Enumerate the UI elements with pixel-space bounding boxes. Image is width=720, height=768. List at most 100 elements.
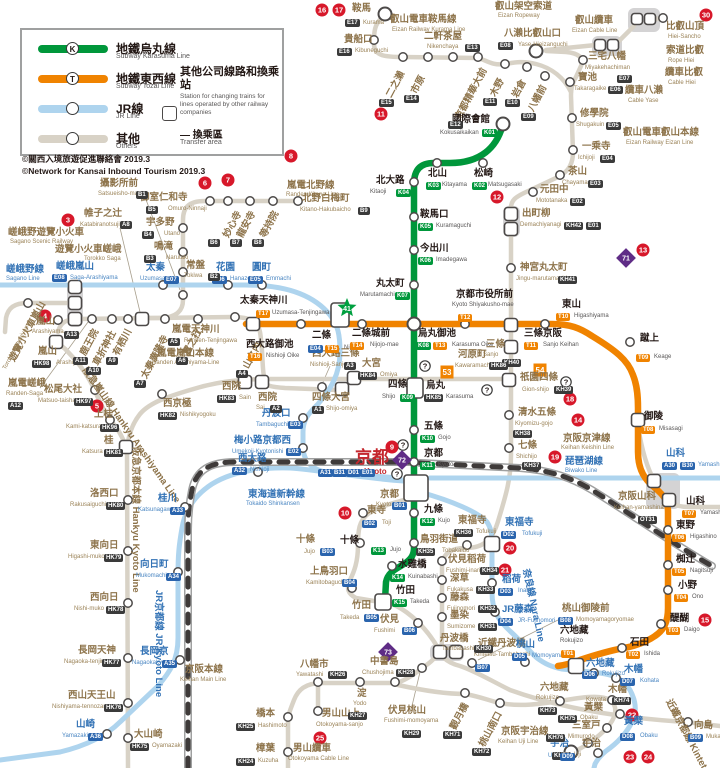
station-label: 大宮 [362,358,382,369]
interchange-station-box [567,657,585,675]
interchange-station-box [67,311,83,327]
station-code-badge: E03 [288,421,303,429]
station-label: 五條 [424,421,444,432]
station [157,389,167,399]
station-code-badge: E01 [360,469,375,477]
station [423,52,433,62]
station-label: 攝影所前 [100,178,139,189]
station-code-badge: B07 [475,664,491,672]
station-code-badge: T15 [325,345,340,353]
station [409,245,419,255]
sight-number-marker [503,541,517,555]
station-label: 向島 [694,720,714,731]
station-label: 向日町 [140,559,169,570]
station-code-badge: KH76 [546,734,566,742]
station-code-badge: E06 [608,86,623,94]
station-label: Keihan Uji Line [498,739,539,745]
station-label: 烏丸御池 [418,328,457,339]
station-label: 椥辻 [676,554,696,565]
station-label: 墨染 [450,610,470,621]
station-label: 竹田 [352,600,372,611]
station-label: Sanjo [483,352,499,358]
station-label: 宇治 [550,738,570,749]
legend-item: T 地鐵東西線 Subway Tozai Line [38,70,268,90]
station [460,688,470,698]
legend-item-en: JR Line [116,113,140,120]
station-label: 西院 [258,392,278,403]
station-code-badge: KH42 [564,222,584,230]
station-code-badge: HK76 [104,704,124,712]
station-label: 東寺 [367,505,387,516]
interchange-station-box [503,339,519,355]
station-label: Matsugasaki [488,182,522,188]
station-label: Sumizome [447,624,476,630]
station [409,425,419,435]
legend-item: 其他 Others [38,130,268,150]
station [409,280,419,290]
station [357,319,367,329]
interchange-station-box [630,12,644,26]
station-label: Arashiyama [56,360,88,366]
copyright: ©關西入境旅遊促進聯絡會 2019.3 ©Network for Kansai … [22,153,205,178]
station-code-badge: K01 [482,129,498,137]
terminal-station [377,6,393,22]
svg-text:7: 7 [226,176,230,185]
interchange-station-box [483,535,501,553]
station-label: 桃山御陵前 [562,603,610,614]
station-label: 七條 [518,440,538,451]
station-code-badge: B7 [230,239,242,247]
station-label: 比叡山頂 [666,21,705,32]
station-label: 桂川 [158,493,178,504]
station [107,314,117,324]
station-code-badge: E04 [308,345,323,353]
station-label: Gojo [438,435,451,441]
station-code-badge: B09 [688,734,704,742]
station-label: 木幡 [624,664,644,675]
svg-text:3: 3 [66,216,70,225]
station-code-badge: KH71 [443,731,463,739]
station-label: Mototanaka [536,198,568,204]
station-label: 近鐵丹波橋 [478,638,526,649]
station [193,314,203,324]
station-label: 鞍馬口 [420,209,449,220]
station-label: Saga-Arashiyama [70,275,118,281]
station [123,314,133,324]
station-code-badge: A4 [236,370,248,378]
station-label: 叡山電車叡山本線 [623,127,700,138]
station-label: Keihan-yamashina [614,505,664,511]
station-label: Eizan Ropeway [498,13,540,19]
station-label: 東野 [676,520,696,531]
sight-number-marker [641,750,655,764]
station-label: Takaragaike [574,86,607,92]
station [555,696,565,706]
station-label: Omiya [380,372,398,378]
station-label: Ono [692,594,704,600]
station-label: 京都市役所前 [456,289,514,300]
station-label: Keihan Keishin Line [561,445,615,451]
station-label: Emmachi [266,276,292,282]
station-label: 市原 [409,73,428,96]
station-label: 常盤 [186,260,206,271]
station-label: 御室仁和寺 [140,192,188,203]
station-label: 男山纜車 [293,743,332,754]
station-code-badge: HK80 [106,502,126,510]
station-label: Tambabashi [442,646,475,652]
sight-number-marker [498,563,512,577]
station-code-badge: T01 [561,650,576,658]
station-label: Kamitobaguchi [306,580,346,586]
sight-number-marker [338,506,352,520]
station-label: Higashiyama [574,313,609,319]
station-label: 黃檗 [584,702,604,713]
station-code-badge: A31 [318,469,334,477]
svg-text:13: 13 [639,246,647,255]
station [296,319,306,329]
station-label: Eizan Railway Kurama Line [392,27,466,33]
station-label: Jujo [304,549,316,555]
svg-text:8: 8 [289,152,293,161]
station [317,382,327,392]
legend-item: K 地鐵烏丸線 Subway Karasuma Line [38,40,268,60]
station-label: 等持院 [258,209,282,240]
station-label: 九條 [424,504,444,515]
station-code-badge: B03 [320,548,336,556]
